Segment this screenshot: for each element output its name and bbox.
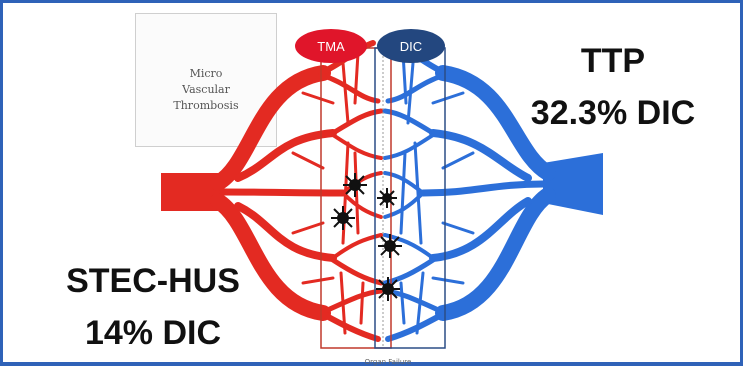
ttp-title: TTP xyxy=(503,35,723,87)
outflow-trunk xyxy=(543,153,603,215)
stec-hus-label: STEC-HUS 14% DIC xyxy=(43,255,263,359)
vein-center xyxy=(423,184,543,193)
artery-upper xyxy=(218,73,323,183)
dic-pill-label: DIC xyxy=(400,39,422,54)
ttp-dic-percent: 32.3% DIC xyxy=(503,87,723,139)
thrombus-5 xyxy=(376,277,400,301)
stec-hus-dic-percent: 14% DIC xyxy=(43,307,263,359)
thrombus-2 xyxy=(331,206,355,230)
thrombus-4 xyxy=(378,234,402,258)
diagram-frame: Micro Vascular Thrombosis xyxy=(3,3,740,362)
thrombus-1 xyxy=(343,173,367,197)
ttp-label: TTP 32.3% DIC xyxy=(503,35,723,139)
stec-hus-title: STEC-HUS xyxy=(43,255,263,307)
tma-pill: TMA xyxy=(295,29,367,63)
thrombus-3 xyxy=(377,188,397,208)
tma-pill-label: TMA xyxy=(317,39,345,54)
dic-pill: DIC xyxy=(377,29,445,63)
artery-center xyxy=(223,192,343,193)
